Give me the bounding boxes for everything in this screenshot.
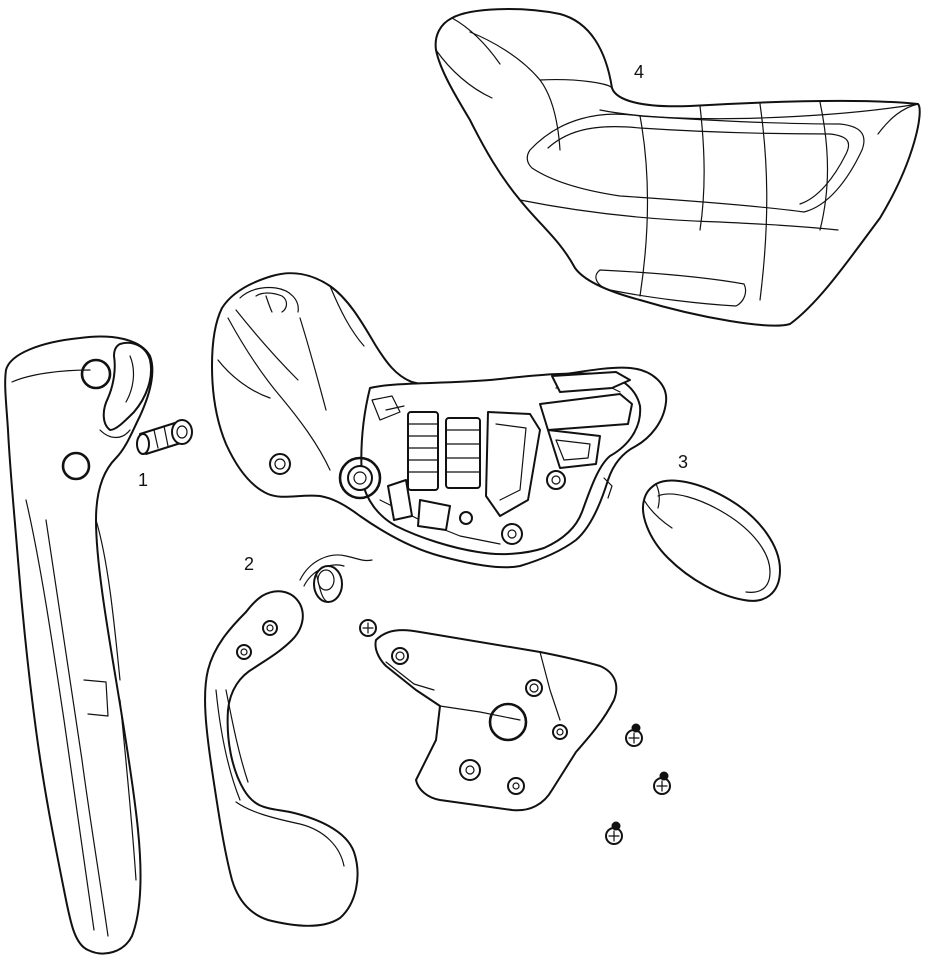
screw-b	[625, 723, 643, 747]
return-spring	[299, 554, 373, 603]
callout-3: 3	[678, 452, 688, 472]
callout-4: 4	[634, 62, 644, 82]
callout-2: 2	[244, 554, 254, 574]
screw-c	[653, 771, 671, 795]
shift-paddle	[204, 554, 373, 927]
pivot-pin	[136, 419, 193, 455]
base-plate	[374, 629, 618, 812]
hood-cover	[434, 8, 921, 327]
screw-a	[359, 619, 377, 637]
clamp-band	[642, 479, 781, 602]
screw-d	[605, 821, 623, 845]
callout-1: 1	[138, 470, 148, 490]
brake-lever	[4, 335, 193, 955]
shifter-body	[211, 272, 668, 569]
